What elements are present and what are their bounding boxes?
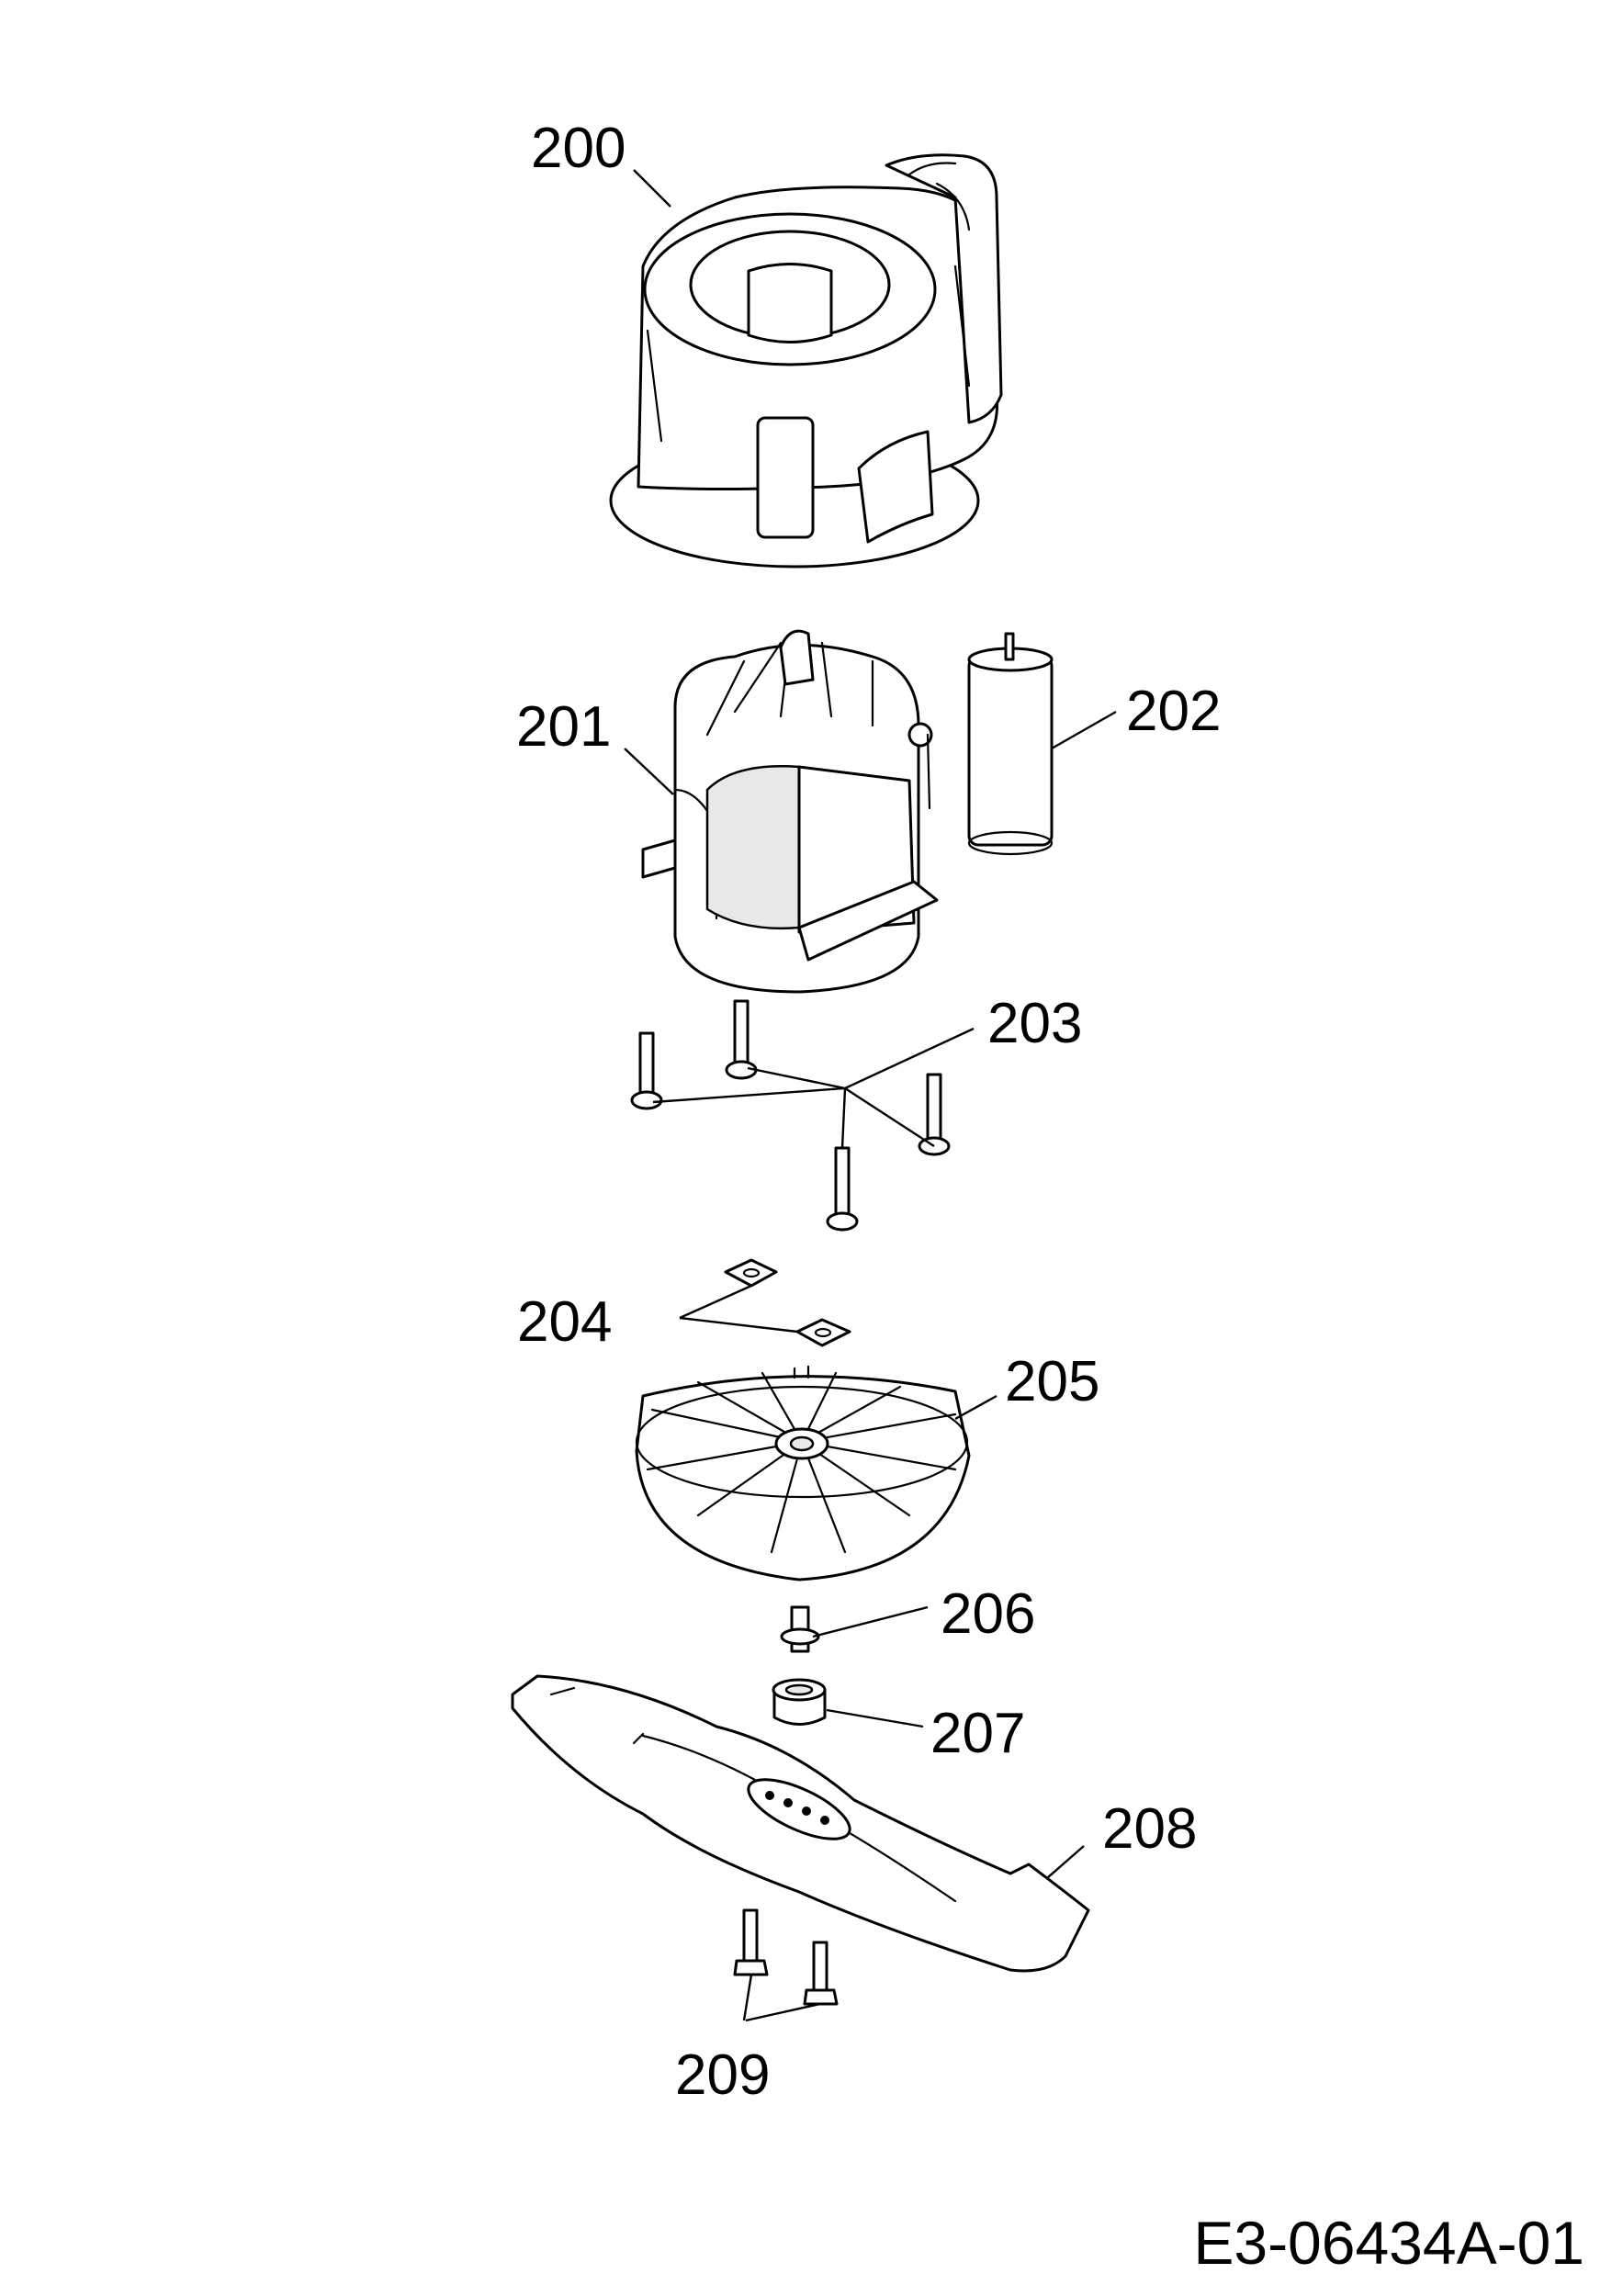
callout-202: 202 bbox=[1126, 680, 1221, 743]
callout-204: 204 bbox=[517, 1290, 612, 1354]
screw-203-d bbox=[918, 1073, 951, 1156]
part-204-nuts bbox=[724, 1258, 851, 1347]
leader-lines bbox=[624, 169, 1117, 2022]
callout-207: 207 bbox=[930, 1702, 1025, 1765]
part-200-motor-housing bbox=[609, 153, 1003, 568]
part-205-fan bbox=[635, 1365, 971, 1581]
callout-200: 200 bbox=[531, 117, 626, 180]
callout-205: 205 bbox=[1005, 1350, 1099, 1413]
bolt-209-a bbox=[733, 1908, 769, 1976]
callout-201: 201 bbox=[516, 695, 611, 759]
callout-208: 208 bbox=[1102, 1797, 1197, 1861]
part-201-motor bbox=[641, 629, 939, 994]
screw-203-c bbox=[826, 1146, 859, 1232]
part-203-screws bbox=[630, 999, 951, 1232]
screw-203-b bbox=[725, 999, 758, 1080]
part-208-blade bbox=[511, 1674, 1090, 1973]
part-202-capacitor bbox=[967, 632, 1054, 856]
bolt-209-b bbox=[803, 1941, 839, 2006]
callout-206: 206 bbox=[941, 1582, 1035, 1646]
callout-203: 203 bbox=[987, 992, 1082, 1055]
screw-203-a bbox=[630, 1031, 663, 1110]
part-207-spacer bbox=[772, 1678, 827, 1726]
drawing-code: E3-06434A-01 bbox=[1193, 2209, 1584, 2277]
callout-209: 209 bbox=[675, 2043, 770, 2107]
part-206-blade-screw bbox=[780, 1605, 820, 1653]
part-209-bolts bbox=[733, 1908, 839, 2006]
